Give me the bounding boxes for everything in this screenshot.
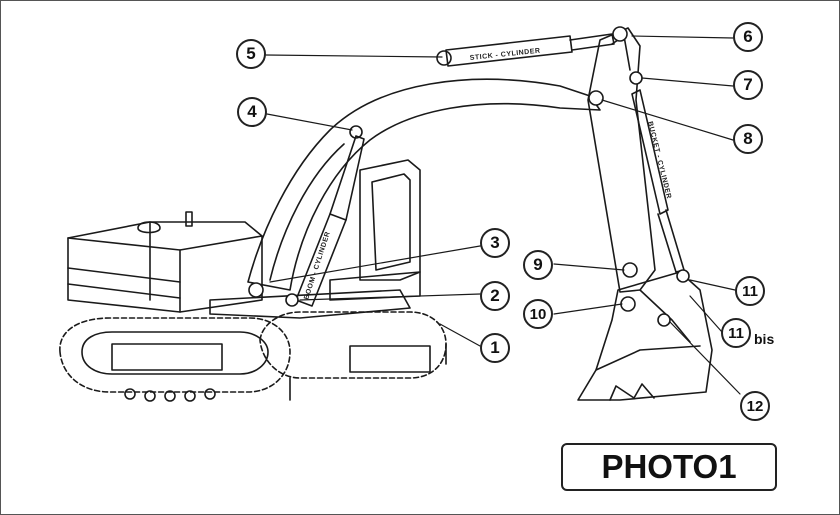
track-left	[59, 317, 291, 402]
callout-8: 8	[733, 124, 763, 154]
callout-10: 10	[523, 299, 553, 329]
callout-3: 3	[480, 228, 510, 258]
machine-body	[67, 211, 411, 319]
pivot-pins	[248, 26, 690, 327]
callout-1: 1	[480, 333, 510, 363]
stick	[587, 27, 656, 293]
callout-11-bis: 11	[721, 318, 751, 348]
track-right	[259, 311, 447, 401]
callout-2: 2	[480, 281, 510, 311]
callout-11-bis-suffix: bis	[754, 331, 775, 347]
leader-lines	[265, 35, 741, 395]
photo-label: PHOTO1	[561, 443, 777, 491]
bucket-cylinder-label: BUCKET - CYLINDER	[646, 121, 672, 200]
callout-11: 11	[735, 276, 765, 306]
callout-12: 12	[740, 391, 770, 421]
callout-5: 5	[236, 39, 266, 69]
callout-4: 4	[237, 97, 267, 127]
stick-cylinder	[436, 33, 615, 67]
callout-6: 6	[733, 22, 763, 52]
boom-cylinder	[295, 125, 365, 307]
bucket	[577, 271, 713, 401]
callout-7: 7	[733, 70, 763, 100]
cabin	[329, 159, 421, 301]
callout-9: 9	[523, 250, 553, 280]
